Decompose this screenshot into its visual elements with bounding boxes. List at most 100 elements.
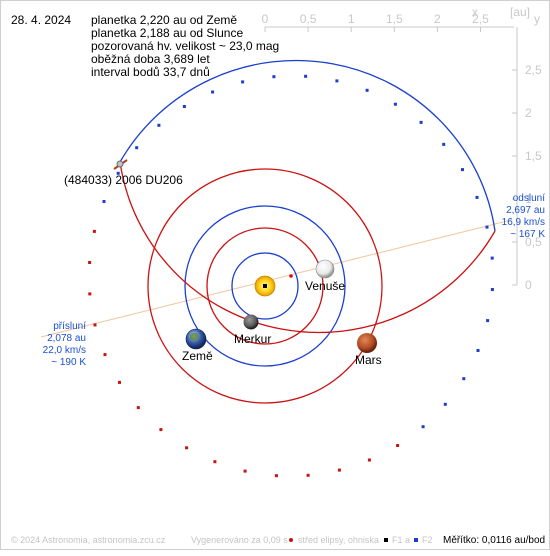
orbit-position-dot [243, 469, 247, 473]
orbit-position-dot [274, 474, 278, 478]
orbit-position-dot [443, 402, 447, 406]
orbit-position-dot [304, 74, 308, 78]
orbit-position-dot [486, 319, 490, 323]
center-legend-icon [289, 538, 293, 542]
orbit-position-dot [88, 261, 92, 264]
f1-legend-icon [384, 538, 388, 542]
y-tick-label: 0,5 [525, 235, 542, 249]
venus-label: Venuše [305, 279, 345, 293]
aphelion-annotation: odsluní 2,697 au 16,9 km/s ~ 167 K [502, 193, 546, 240]
info-line: pozorovaná hv. velikost ~ 23,0 mag [91, 39, 279, 53]
mercury [243, 314, 259, 330]
perihelion-speed: 22,0 km/s [43, 345, 86, 356]
x-tick-label: 2 [434, 12, 441, 26]
asteroid-label: (484033) 2006 DU206 [64, 173, 183, 187]
info-line: planetka 2,220 au od Země [91, 13, 237, 27]
info-block: planetka 2,220 au od Země planetka 2,188… [91, 13, 279, 79]
mars-orbit [147, 168, 383, 404]
venus-orbit [206, 227, 324, 345]
asteroid-orbit [88, 59, 496, 478]
orbit-position-dot [135, 146, 139, 150]
info-line: interval bodů 33,7 dnů [91, 65, 210, 79]
axis-unit-label: [au] [510, 5, 530, 19]
aphelion-title: odsluní [513, 193, 545, 204]
orbit-position-dot [475, 195, 479, 199]
y-axis: 2,5 2 1,5 1 0,5 0 [512, 27, 542, 292]
orbit-position-dot [157, 123, 161, 127]
perihelion-annotation: přísluní 2,078 au 22,0 km/s ~ 190 K [43, 321, 87, 368]
y-tick-label: 0 [525, 278, 532, 292]
apsis-line [40, 219, 512, 338]
orbit-position-dot [442, 142, 446, 146]
mars-label: Mars [355, 353, 382, 367]
orbit-position-dot [462, 377, 466, 381]
earth-label: Země [182, 349, 213, 363]
orbit-position-dot [159, 428, 163, 432]
mars [357, 333, 377, 353]
y-tick-label: 1,5 [525, 149, 542, 163]
orbit-position-dot [337, 468, 341, 472]
orbit-position-dot [136, 406, 140, 410]
orbit-position-dot [116, 171, 120, 175]
orbit-position-dot [92, 229, 96, 233]
orbit-position-dot [103, 353, 107, 357]
orbit-position-dot [393, 102, 397, 106]
venus [315, 259, 335, 279]
orbit-position-dot [213, 460, 217, 464]
x-tick-label: 2,5 [472, 12, 489, 26]
x-axis-label: x [472, 5, 478, 19]
aphelion-speed: 16,9 km/s [502, 217, 545, 228]
x-tick-label: 1,5 [386, 12, 403, 26]
orbit-position-dot [102, 200, 106, 203]
orbit-position-dot [211, 90, 215, 94]
y-tick-label: 1 [525, 192, 532, 206]
f2-legend-icon [414, 538, 418, 542]
f1-legend-text: F1 [392, 535, 403, 545]
x-tick-label: 1 [348, 12, 355, 26]
focus-f1-marker [263, 284, 267, 288]
perihelion-title: přísluní [53, 321, 86, 332]
perihelion-distance: 2,078 au [47, 333, 86, 344]
orbit-position-dot [365, 88, 369, 92]
orbit-position-dot [93, 323, 97, 327]
mercury-label: Merkur [234, 332, 271, 346]
mercury-orbit [231, 252, 299, 320]
orbit-position-dot [335, 79, 339, 83]
x-tick-label: 0,5 [300, 12, 317, 26]
orbit-position-dot [461, 168, 464, 172]
orbit-position-dot [421, 425, 425, 429]
orbit-position-dot [367, 458, 371, 462]
orbit-position-dot [490, 256, 494, 260]
f2-legend-text: F2 [422, 535, 433, 545]
orbit-position-dot [419, 120, 423, 124]
scale-text: Měřítko: 0,0116 au/bod [443, 535, 545, 546]
date-label: 28. 4. 2024 [11, 13, 71, 27]
x-axis: 0 0,5 1 1,5 2 2,5 [262, 12, 514, 32]
orbit-position-dot [88, 292, 92, 296]
orbit-position-dot [272, 75, 276, 79]
orbit-position-dot [476, 349, 480, 352]
orbit-position-dot [396, 444, 400, 447]
x-tick-label: 0 [262, 12, 269, 26]
orbit-position-dot [182, 105, 186, 108]
center-legend-text: střed elipsy, ohniska [298, 535, 379, 545]
info-line: oběžná doba 3,689 let [91, 52, 210, 66]
earth-orbit [184, 205, 346, 367]
aphelion-distance: 2,697 au [506, 205, 545, 216]
info-line: planetka 2,188 au od Slunce [91, 26, 243, 40]
y-tick-label: 2 [525, 106, 532, 120]
perihelion-temperature: ~ 190 K [51, 357, 86, 368]
earth-continent [190, 332, 199, 341]
copyright-text: © 2024 Astronomia, astronomia.zcu.cz [11, 535, 166, 545]
orbit-position-dot [306, 473, 310, 477]
orbit-position-dot [241, 80, 245, 84]
orbit-position-dot [490, 288, 494, 291]
ellipse-center-marker [289, 274, 293, 278]
y-tick-label: 2,5 [525, 63, 542, 77]
asteroid-marker [113, 159, 128, 170]
orbit-position-dot [118, 380, 121, 384]
generated-text: Vygenerováno za 0,09 s [191, 535, 288, 545]
y-axis-label: y [534, 12, 540, 26]
footer: © 2024 Astronomia, astronomia.zcu.cz Vyg… [11, 535, 545, 546]
